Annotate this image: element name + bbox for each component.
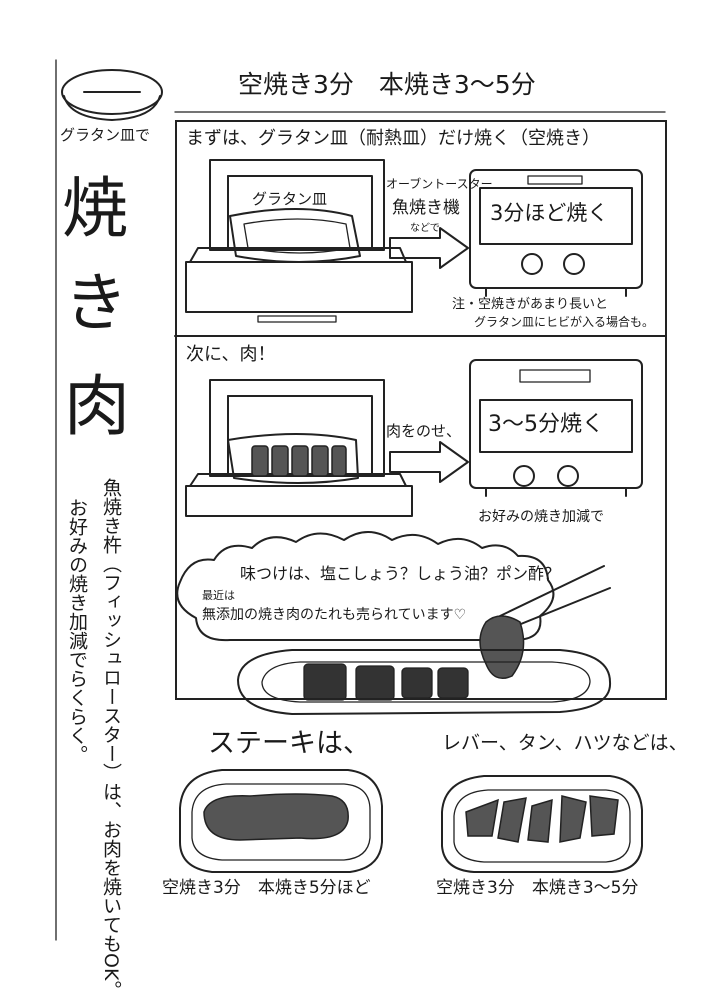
page-title-1: 焼 — [62, 170, 128, 247]
toaster-screen-2: 3〜5分焼く — [488, 412, 604, 437]
seasoning-text-1: 味つけは、塩こしょう？しょう油？ポン酢？ — [240, 564, 561, 583]
steps-frame — [175, 120, 667, 700]
panel1-note-2: グラタン皿にヒビが入る場合も。 — [474, 315, 655, 329]
arrow-1 — [389, 227, 469, 269]
panel1-note-1: 注・空焼きがあまり長いと — [452, 297, 609, 312]
side-note-fish-roaster: 魚焼き杵（フィッシュロースター）は、お肉を焼いてもOK。 — [99, 478, 122, 1000]
panel2-note: お好みの焼き加減で — [478, 509, 604, 525]
gratin-dish-icon — [61, 69, 163, 121]
panel1-caption: まずは、グラタン皿（耐熱皿）だけ焼く（空焼き） — [186, 128, 600, 149]
oven-illustration-2 — [185, 379, 413, 517]
device-label-3: などで — [410, 223, 440, 234]
dish-label: グラタン皿 — [252, 190, 328, 208]
arrow-2 — [389, 441, 469, 483]
panel2-caption: 次に、肉！ — [186, 344, 276, 365]
steak-time: 空焼き3分 本焼き5分ほど — [162, 878, 371, 898]
serving-dish-illustration — [237, 649, 612, 715]
page-title-3: 肉 — [64, 368, 130, 445]
steak-dish-illustration — [179, 769, 383, 873]
toaster-illustration-1 — [469, 169, 643, 297]
toaster-screen-1: 3分ほど焼く — [490, 201, 609, 225]
liver-title: レバー、タン、ハツなどは、 — [442, 732, 688, 754]
steak-title: ステーキは、 — [208, 728, 370, 759]
oven-illustration-1 — [185, 159, 413, 323]
seasoning-text-3: 無添加の焼き肉のたれも売られています♡ — [202, 607, 467, 623]
liver-dish-illustration — [441, 775, 643, 873]
page-title-2: き — [64, 267, 128, 341]
liver-time: 空焼き3分 本焼き3〜5分 — [436, 878, 639, 898]
toaster-illustration-2 — [469, 359, 643, 497]
side-label: グラタン皿で — [60, 126, 151, 144]
panel2-arrow-label: 肉をのせ、 — [386, 422, 462, 440]
device-label-1: オーブントースター — [386, 177, 493, 191]
steps-header: 空焼き3分 本焼き3〜5分 — [238, 70, 536, 99]
seasoning-text-2: 最近は — [202, 589, 235, 602]
device-label-2: 魚焼き機 — [392, 198, 460, 218]
side-note-easy: お好みの焼き加減でらくらく。 — [65, 498, 88, 764]
